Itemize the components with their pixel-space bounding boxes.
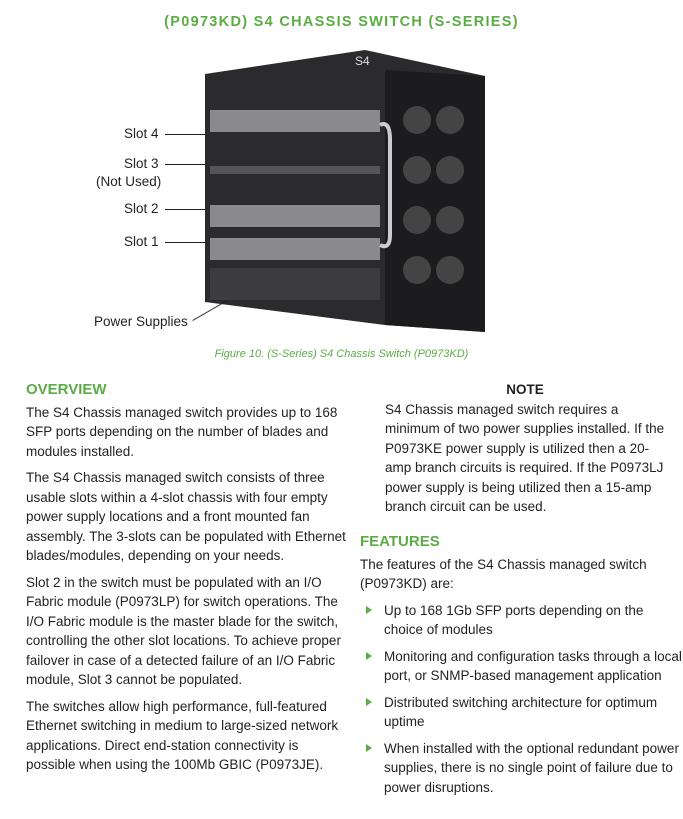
chassis-switch-photo: S4 (205, 50, 485, 332)
features-list: Up to 168 1Gb SFP ports depending on the… (360, 601, 683, 798)
label-slot3-note: (Not Used) (96, 174, 162, 189)
bullet-icon (366, 605, 372, 614)
note-heading: NOTE (506, 382, 544, 397)
overview-paragraph: The switches allow high performance, ful… (26, 698, 339, 773)
list-item: Monitoring and configuration tasks throu… (360, 647, 683, 686)
leader-line (165, 209, 205, 210)
label-slot3: Slot 3 (124, 156, 159, 171)
features-intro: The features of the S4 Chassis managed s… (360, 556, 647, 592)
figure-caption: Figure 10. (S-Series) S4 Chassis Switch … (214, 348, 469, 360)
note-text: S4 Chassis managed switch requires a min… (385, 401, 665, 515)
overview-paragraph: The S4 Chassis managed switch provides u… (26, 404, 338, 459)
leader-line (165, 164, 205, 165)
overview-section: OVERVIEW The S4 Chassis managed switch p… (26, 380, 351, 782)
bullet-icon (366, 743, 372, 752)
overview-paragraph: The S4 Chassis managed switch consists o… (26, 470, 346, 563)
label-slot2: Slot 2 (124, 201, 159, 216)
list-item: Up to 168 1Gb SFP ports depending on the… (360, 601, 683, 640)
features-heading: FEATURES (360, 533, 440, 550)
note-box: NOTE S4 Chassis managed switch requires … (385, 380, 665, 517)
bullet-icon (366, 651, 372, 660)
label-power-supplies: Power Supplies (94, 314, 188, 329)
overview-heading: OVERVIEW (26, 381, 107, 398)
s4-badge: S4 (355, 54, 370, 68)
features-section: FEATURES The features of the S4 Chassis … (360, 532, 683, 804)
list-item: When installed with the optional redunda… (360, 739, 683, 798)
overview-paragraph: Slot 2 in the switch must be populated w… (26, 574, 341, 688)
leader-line (165, 242, 205, 243)
label-slot1: Slot 1 (124, 234, 159, 249)
page-title: (P0973KD) S4 CHASSIS SWITCH (S-SERIES) (164, 14, 519, 30)
label-slot4: Slot 4 (124, 126, 159, 141)
bullet-icon (366, 697, 372, 706)
leader-line (165, 134, 205, 135)
list-item: Distributed switching architecture for o… (360, 693, 683, 732)
